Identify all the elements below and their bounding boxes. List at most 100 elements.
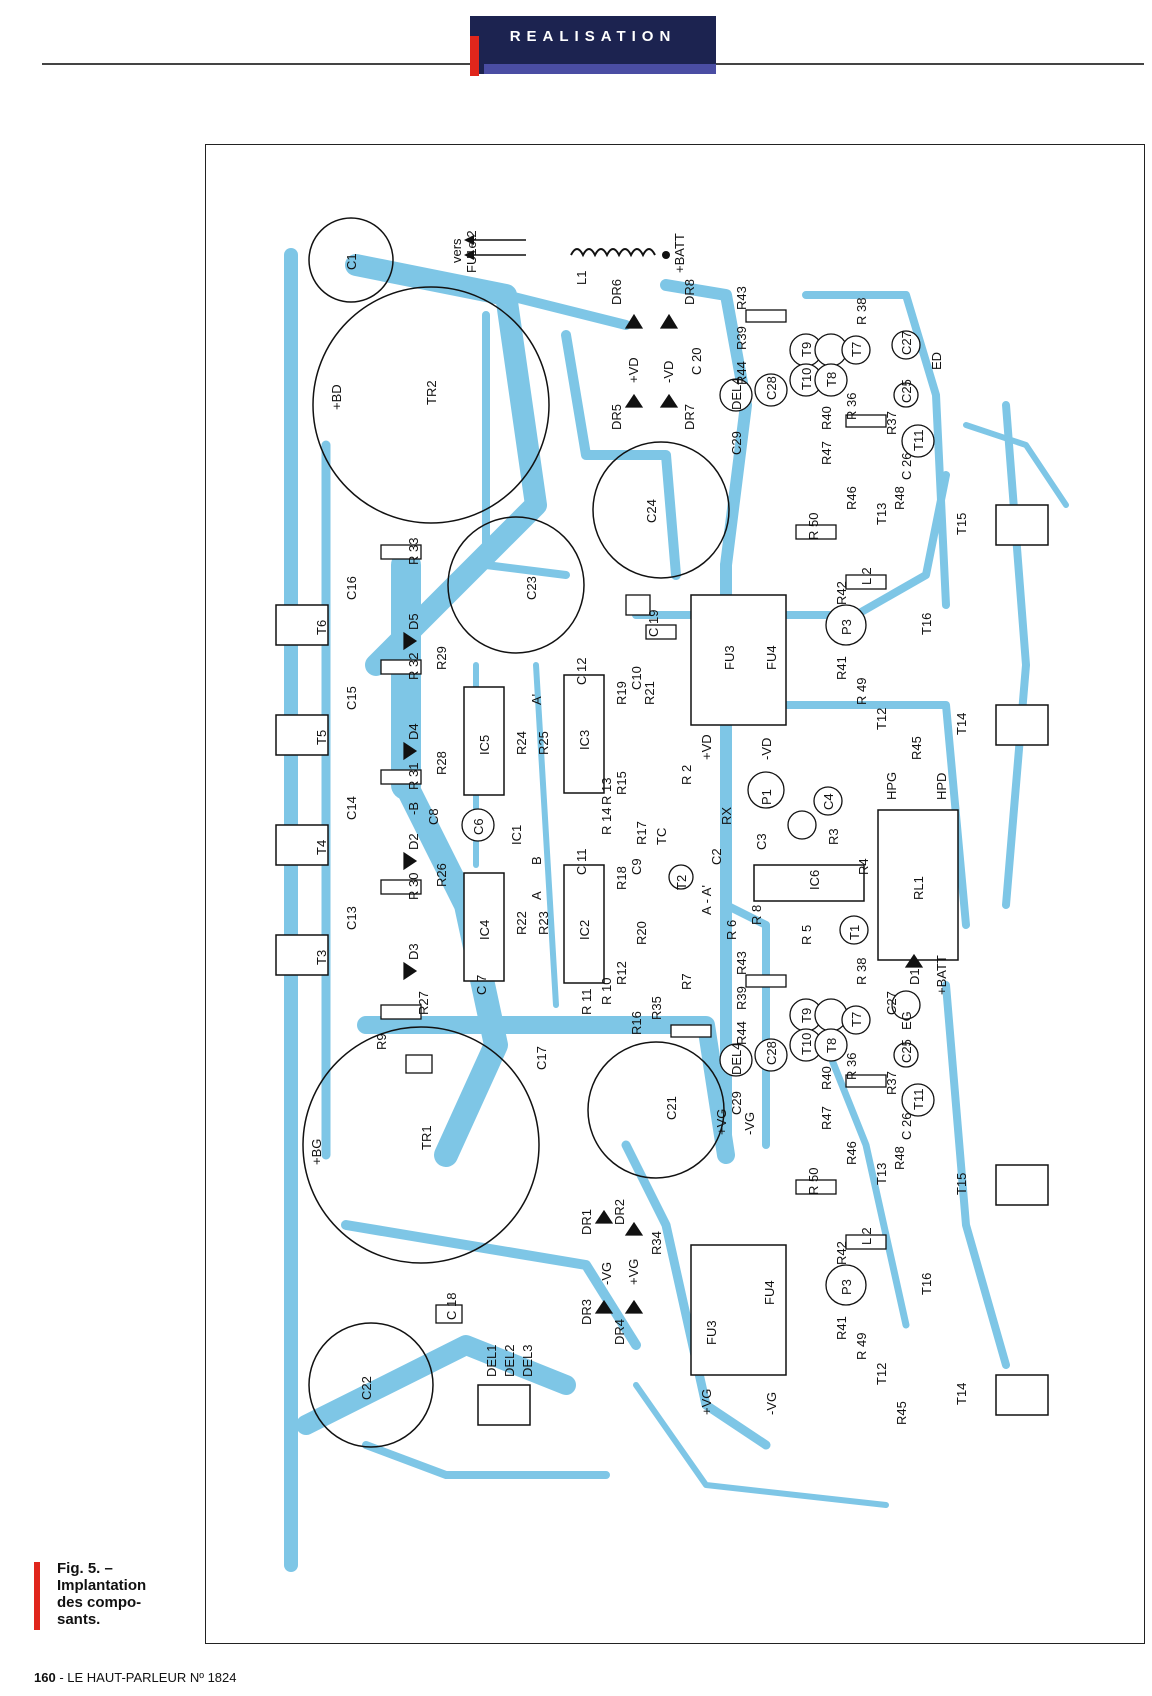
- label-del3: DEL3: [520, 1344, 535, 1377]
- label-dr6: DR6: [609, 279, 624, 305]
- label-r42-top: R42: [834, 581, 849, 605]
- label-r49-top: R 49: [854, 678, 869, 705]
- label-t15-bottom: T15: [954, 1173, 969, 1195]
- label-dr4: DR4: [612, 1319, 627, 1345]
- capacitor-c23: [447, 516, 585, 654]
- label-dr1: DR1: [579, 1209, 594, 1235]
- label-del4-bottom: DEL4: [729, 1042, 744, 1075]
- section-title: REALISATION: [509, 28, 677, 45]
- label-batt-b: +BATT: [934, 955, 949, 995]
- label-r41-bottom: R41: [834, 1316, 849, 1340]
- label-t3: T3: [314, 950, 329, 965]
- label-t4: T4: [314, 840, 329, 855]
- label-t5: T5: [314, 730, 329, 745]
- label-r11: R 11: [579, 989, 594, 1016]
- fuse-fu3-fu4-top: [690, 594, 787, 726]
- label-r43-top: R43: [734, 286, 749, 310]
- label-ic6: IC6: [807, 870, 822, 890]
- copper-traces: [284, 248, 1069, 1572]
- label-r36-top: R 36: [844, 393, 859, 420]
- label-r10: R 10: [599, 978, 614, 1005]
- label-c25-bottom: C25: [899, 1039, 914, 1063]
- label-r50-top: R 50: [806, 513, 821, 540]
- label-r36-bottom: R 36: [844, 1053, 859, 1080]
- capacitor-c1: [308, 217, 394, 303]
- label-r35: R35: [649, 996, 664, 1020]
- transformer-tr2: [312, 286, 550, 524]
- label-t7-bottom: T7: [849, 1012, 864, 1027]
- label-r44-top: R44: [734, 361, 749, 385]
- label-vg-plus-b: +VG: [699, 1389, 714, 1415]
- publication-name: LE HAUT-PARLEUR Nº 1824: [67, 1670, 237, 1685]
- label-vd-plus: +VD: [626, 357, 641, 383]
- label-r45-top: R45: [909, 736, 924, 760]
- label-batt: +BATT: [672, 233, 687, 273]
- label-r37-top: R37: [884, 411, 899, 435]
- label-r38-bottom: R 38: [854, 958, 869, 985]
- label-ic1: IC1: [509, 825, 524, 845]
- label-tc: TC: [654, 828, 669, 845]
- ic6: [753, 864, 865, 902]
- label-c11: C 11: [574, 849, 589, 876]
- label-vg-minus-b: -VG: [764, 1392, 779, 1415]
- label-eg: EG: [899, 1011, 914, 1030]
- label-tr1: TR1: [419, 1125, 434, 1150]
- label-c23: C23: [524, 576, 539, 600]
- label-c27-top: C27: [899, 331, 914, 355]
- label-r48-bottom: R48: [892, 1146, 907, 1170]
- page-number: 160: [34, 1670, 56, 1685]
- label-t10-bottom: T10: [799, 1033, 814, 1055]
- label-r18: R18: [614, 866, 629, 890]
- label-d2: D2: [406, 833, 421, 850]
- label-hpd: HPD: [934, 773, 949, 800]
- label-r20: R20: [634, 921, 649, 945]
- label-c27-bottom: C27: [884, 991, 899, 1015]
- label-c2: C2: [709, 848, 724, 865]
- label-dr2: DR2: [612, 1199, 627, 1225]
- capacitor-c21: [587, 1041, 725, 1179]
- label-t14-top: T14: [954, 713, 969, 735]
- label-c22: C22: [359, 1376, 374, 1400]
- label-t12-top: T12: [874, 708, 889, 730]
- page-footer: 160 - LE HAUT-PARLEUR Nº 1824: [34, 1670, 237, 1685]
- transistor-t4: [275, 824, 329, 866]
- label-c29-top: C29: [729, 431, 744, 455]
- label-t9-top: T9: [799, 342, 814, 357]
- label-c6: C6: [471, 818, 486, 835]
- label-c19: C 19: [646, 610, 661, 637]
- label-r6: R 6: [724, 920, 739, 940]
- caption-accent: [34, 1562, 40, 1630]
- pcb-layout: TR2 TR1 C1 C22 C23 C24 C21 +BD +BG vers …: [275, 217, 1069, 1572]
- label-b: B: [529, 856, 544, 865]
- label-t16-top: T16: [919, 613, 934, 635]
- label-c13: C13: [344, 906, 359, 930]
- section-underline: [484, 64, 716, 74]
- inductor-l1: [570, 248, 656, 258]
- label-a-prime: A': [529, 694, 544, 705]
- label-c26-bottom: C 26: [899, 1113, 914, 1140]
- label-ic4: IC4: [477, 920, 492, 940]
- label-r40-top: R40: [819, 406, 834, 430]
- label-c29-bottom: C29: [729, 1091, 744, 1115]
- label-t15-top: T15: [954, 513, 969, 535]
- label-c17: C17: [534, 1046, 549, 1070]
- label-del1: DEL1: [484, 1344, 499, 1377]
- label-r49-bottom: R 49: [854, 1333, 869, 1360]
- label-dr8: DR8: [682, 279, 697, 305]
- transistor-t14-top: [995, 704, 1049, 746]
- label-c7: C 7: [474, 975, 489, 995]
- label-ic3: IC3: [577, 730, 592, 750]
- label-r9: R9: [374, 1033, 389, 1050]
- label-vers: vers: [449, 238, 464, 263]
- label-vd-plus-b: +VD: [699, 734, 714, 760]
- label-r37-bottom: R37: [884, 1071, 899, 1095]
- transistor-t3: [275, 934, 329, 976]
- label-t2: T2: [674, 875, 689, 890]
- label-rx: RX: [719, 807, 734, 825]
- label-r44-bottom: R44: [734, 1021, 749, 1045]
- label-r38-top: R 38: [854, 298, 869, 325]
- label-r24: R24: [514, 731, 529, 755]
- led-del-header: [477, 1384, 531, 1426]
- label-r15: R15: [614, 771, 629, 795]
- label-t13-top: T13: [874, 503, 889, 525]
